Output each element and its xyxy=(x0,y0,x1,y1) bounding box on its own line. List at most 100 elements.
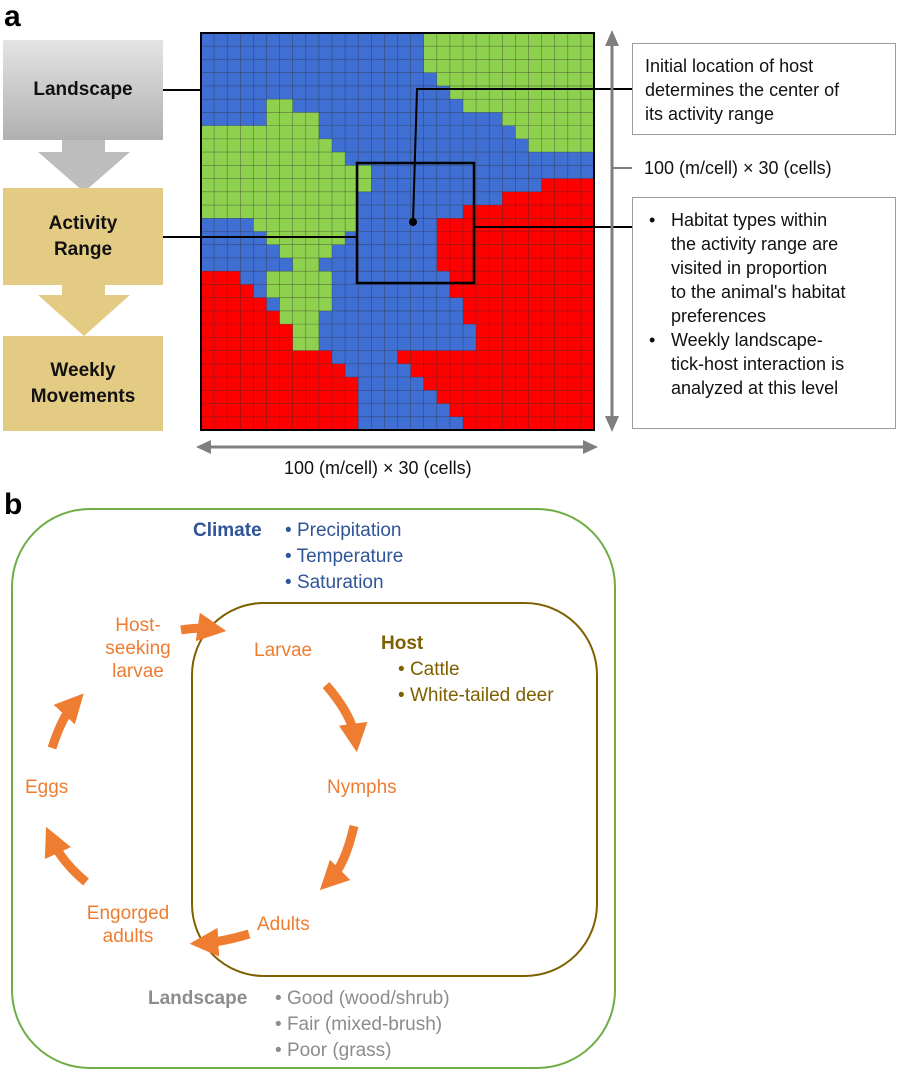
grid-cell xyxy=(476,33,490,47)
grid-cell xyxy=(541,191,555,206)
grid-cell xyxy=(332,125,346,140)
grid-cell xyxy=(371,85,385,100)
grid-cell xyxy=(305,138,320,153)
host-title: Host xyxy=(381,633,424,654)
grid-cell xyxy=(214,390,228,404)
grid-cell xyxy=(214,377,228,391)
grid-cell xyxy=(253,416,267,431)
grid-cell xyxy=(201,363,215,378)
grid-cell xyxy=(279,363,293,378)
grid-cell xyxy=(476,284,490,298)
grid-cell xyxy=(253,99,267,113)
grid-cell xyxy=(240,218,254,232)
grid-cell xyxy=(502,310,516,325)
grid-cell xyxy=(528,231,542,246)
grid-cell xyxy=(476,257,490,272)
climate-list: Precipitation Temperature Saturation xyxy=(285,518,404,596)
grid-cell xyxy=(580,350,595,365)
grid-cell xyxy=(279,244,293,259)
grid-cell xyxy=(384,165,398,179)
grid-cell xyxy=(266,165,280,179)
grid-cell xyxy=(305,257,320,272)
grid-cell xyxy=(436,205,451,219)
grid-cell xyxy=(541,218,555,232)
grid-cell xyxy=(423,310,438,325)
grid-cell xyxy=(214,284,228,298)
grid-cell xyxy=(489,403,503,418)
grid-cell xyxy=(292,257,307,272)
grid-cell xyxy=(436,178,451,193)
grid-cell xyxy=(371,390,385,404)
grid-cell xyxy=(358,271,372,285)
grid-cell xyxy=(449,350,464,365)
grid-cell xyxy=(449,244,464,259)
grid-cell xyxy=(528,297,542,312)
grid-cell xyxy=(305,363,320,378)
grid-cell xyxy=(240,99,254,113)
grid-cell xyxy=(580,33,595,47)
grid-cell xyxy=(423,112,438,126)
grid-cell xyxy=(410,231,424,246)
grid-cell xyxy=(397,165,411,179)
grid-cell xyxy=(515,33,529,47)
grid-cell xyxy=(567,152,582,166)
grid-cell xyxy=(201,205,215,219)
grid-cell xyxy=(332,403,346,418)
grid-cell xyxy=(423,231,438,246)
grid-cell xyxy=(502,350,516,365)
grid-cell xyxy=(266,125,280,140)
grid-cell xyxy=(266,284,280,298)
grid-cell xyxy=(214,59,228,73)
grid-cell xyxy=(305,297,320,312)
grid-cell xyxy=(489,152,503,166)
grid-cell xyxy=(567,257,582,272)
grid-cell xyxy=(449,59,464,73)
grid-cell xyxy=(580,178,595,193)
grid-cell xyxy=(423,403,438,418)
grid-cell xyxy=(502,297,516,312)
grid-cell xyxy=(227,33,241,47)
grid-cell xyxy=(332,337,346,351)
grid-cell xyxy=(476,310,490,325)
grid-cell xyxy=(253,337,267,351)
grid-cell xyxy=(318,138,333,153)
grid-cell xyxy=(345,59,359,73)
grid-cell xyxy=(384,350,398,365)
grid-cell xyxy=(371,72,385,87)
grid-cell xyxy=(580,271,595,285)
grid-cell xyxy=(371,205,385,219)
grid-cell xyxy=(305,337,320,351)
grid-cell xyxy=(580,46,595,60)
grid-cell xyxy=(279,46,293,60)
habitat-callout: Habitat types within the activity range … xyxy=(632,197,896,429)
grid-cell xyxy=(463,377,477,391)
arrow-adults-to-engorged xyxy=(189,927,251,957)
host-center-callout: Initial location of host determines the … xyxy=(632,43,896,135)
grid-cell xyxy=(397,205,411,219)
grid-cell xyxy=(332,59,346,73)
grid-cell xyxy=(489,46,503,60)
grid-cell xyxy=(292,271,307,285)
grid-cell xyxy=(476,218,490,232)
grid-cell xyxy=(580,390,595,404)
grid-cell xyxy=(371,297,385,312)
grid-cell xyxy=(371,59,385,73)
grid-cell xyxy=(253,112,267,126)
grid-cell xyxy=(253,191,267,206)
grid-cell xyxy=(502,72,516,87)
grid-cell xyxy=(240,152,254,166)
grid-cell xyxy=(227,416,241,431)
stage-host-seeking-line-1: Host- xyxy=(115,615,161,636)
grid-cell xyxy=(541,416,555,431)
grid-cell xyxy=(397,350,411,365)
grid-cell xyxy=(332,377,346,391)
grid-cell xyxy=(528,165,542,179)
grid-cell xyxy=(318,85,333,100)
grid-cell xyxy=(279,324,293,338)
grid-cell xyxy=(397,284,411,298)
grid-cell xyxy=(515,350,529,365)
grid-cell xyxy=(332,350,346,365)
grid-cell xyxy=(449,257,464,272)
grid-cell xyxy=(410,377,424,391)
grid-cell xyxy=(489,257,503,272)
